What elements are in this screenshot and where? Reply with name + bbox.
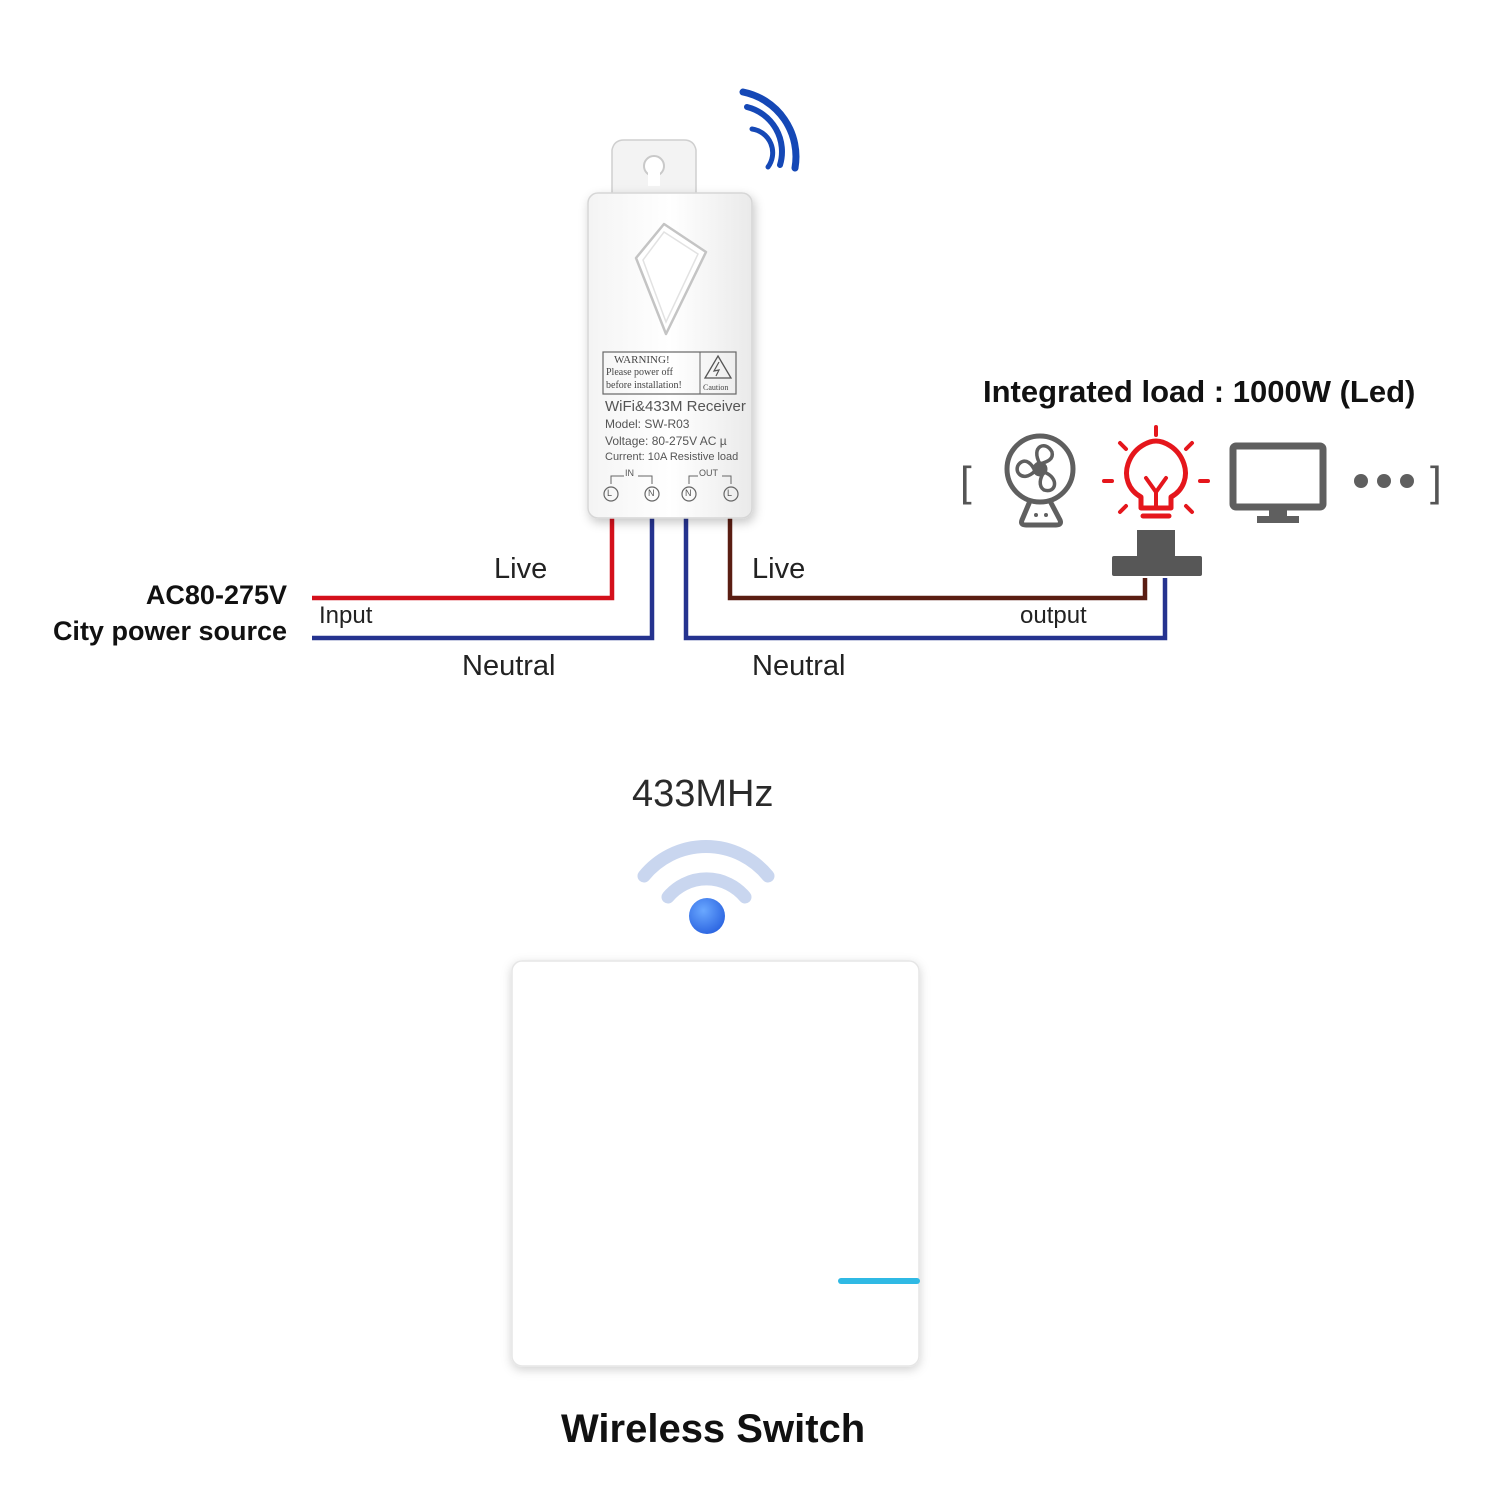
neutral-input-label: Neutral (462, 650, 556, 682)
ellipsis-icon (1354, 474, 1414, 488)
high-voltage-icon (703, 354, 733, 379)
load-title: Integrated load : 1000W (Led) (983, 374, 1416, 409)
load-bracket-open: [ (960, 458, 972, 505)
neutral-output-wire (683, 518, 1168, 641)
receiver-voltage: Voltage: 80-275V AC µ (605, 434, 727, 448)
wireless-switch-panel[interactable] (511, 960, 920, 1367)
live-output-label: Live (752, 553, 806, 585)
signal-dot (689, 898, 725, 934)
monitor-icon (1229, 442, 1327, 523)
input-label: Input (319, 602, 373, 629)
warning-title: WARNING! (614, 354, 670, 366)
terminal-label: L (727, 488, 733, 498)
lamp-socket-icon (1112, 530, 1202, 576)
output-label: output (1020, 602, 1087, 629)
warning-box (602, 351, 737, 395)
live-output-wire (727, 518, 1148, 601)
light-bulb-icon (1102, 425, 1210, 519)
terminal-label: N (685, 488, 692, 498)
neutral-output-label: Neutral (752, 650, 846, 682)
source-voltage-label: AC80-275V (145, 580, 287, 610)
source-name-label: City power source (52, 616, 287, 646)
terminal-in-live (603, 486, 619, 502)
wireless-signal-icon (739, 88, 800, 172)
receiver-name: WiFi&433M Receiver (605, 398, 746, 415)
kite-logo (634, 222, 708, 336)
neutral-input-wire (312, 518, 655, 641)
terminal-out-live (723, 486, 739, 502)
load-bracket-close: ] (1430, 458, 1442, 505)
terminal-label: N (648, 488, 655, 498)
voltage-symbol: µ (719, 434, 727, 448)
receiver-current: Current: 10A Resistive load (605, 451, 739, 463)
terminal-out-neutral (681, 486, 697, 502)
receiver-body (587, 192, 753, 519)
live-input-wire (312, 518, 615, 601)
receiver-model: Model: SW-R03 (605, 417, 690, 431)
out-label: OUT (699, 468, 718, 478)
in-label: IN (625, 468, 634, 478)
wireless-switch-caption: Wireless Switch (561, 1407, 866, 1451)
caution-label: Caution (703, 383, 729, 392)
fan-icon (1004, 433, 1076, 528)
warning-line-2: before installation! (606, 380, 682, 391)
live-input-label: Live (494, 553, 548, 585)
terminal-label: L (607, 488, 613, 498)
warning-line-1: Please power off (606, 367, 674, 378)
frequency-label: 433MHz (632, 773, 774, 815)
terminal-in-neutral (644, 486, 660, 502)
